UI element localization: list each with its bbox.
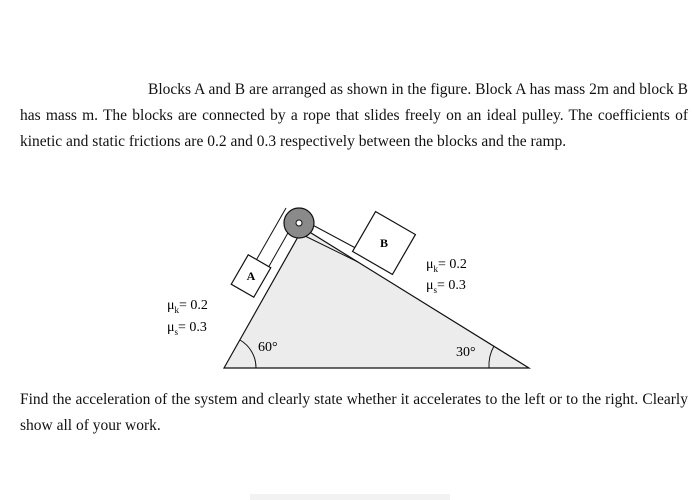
- rope-right-inner: [304, 235, 359, 263]
- page-bottom-strip: [250, 494, 450, 500]
- left-mu-static: μs= 0.3: [167, 320, 207, 337]
- block-a: A: [230, 253, 272, 299]
- angle-arc-60: [239, 339, 257, 369]
- block-a-label: A: [247, 269, 256, 283]
- right-mu-kinetic: μk= 0.2: [426, 257, 467, 274]
- problem-intro-text: Blocks A and B are arranged as shown in …: [20, 81, 688, 150]
- block-b: B: [351, 210, 417, 276]
- right-mu-static: μs= 0.3: [426, 278, 466, 295]
- angle-label-60: 60°: [258, 340, 278, 355]
- left-friction-coefficients: μk= 0.2 μs= 0.3: [167, 298, 208, 337]
- rope-left: [253, 207, 287, 265]
- angle-label-30: 30°: [456, 345, 476, 360]
- problem-question-text: Find the acceleration of the system and …: [20, 391, 688, 434]
- right-friction-coefficients: μk= 0.2 μs= 0.3: [426, 257, 467, 295]
- angle-arc-30: [488, 345, 495, 369]
- pulley-axle: [295, 219, 303, 227]
- triangular-ramp: [222, 227, 532, 369]
- block-b-label: B: [380, 236, 388, 250]
- left-mu-kinetic: μk= 0.2: [167, 298, 208, 315]
- rope-right: [306, 221, 364, 253]
